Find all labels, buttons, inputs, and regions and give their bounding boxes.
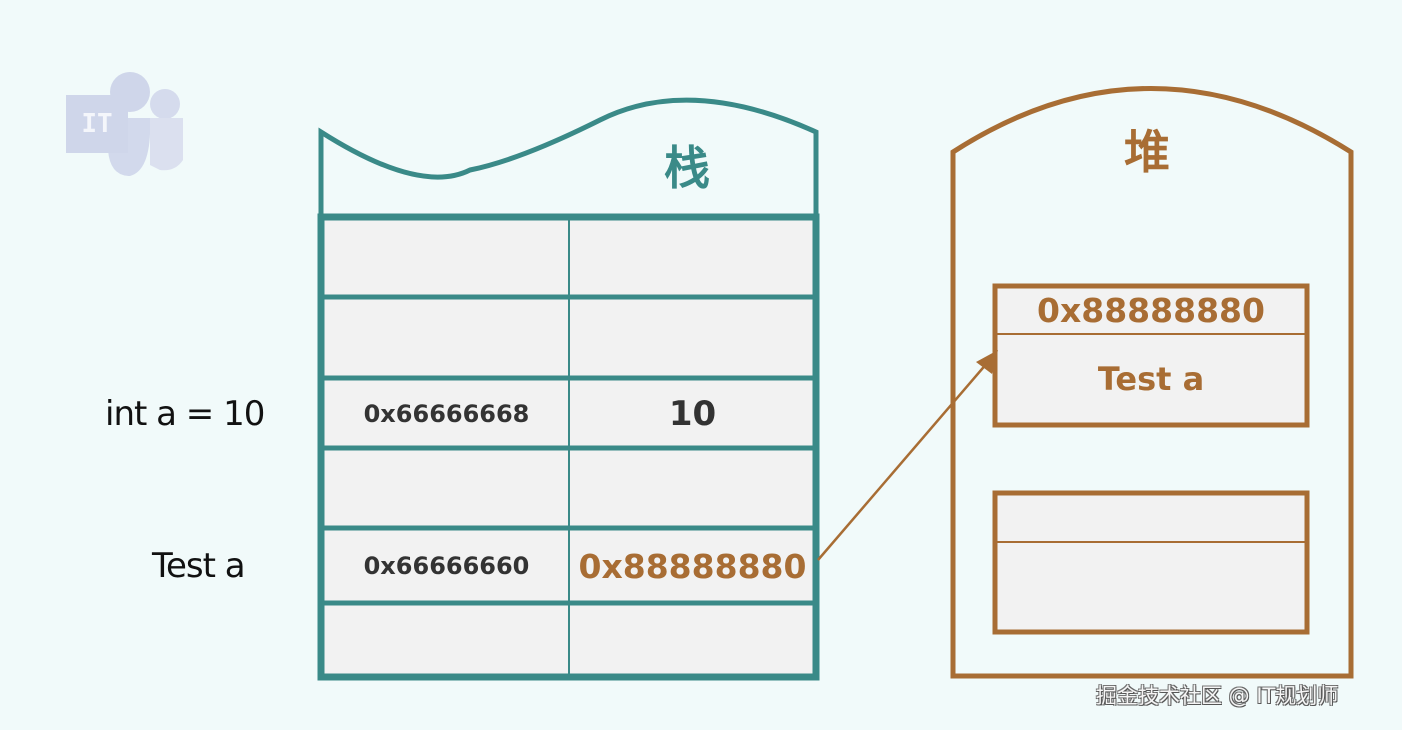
stack-title: 栈 bbox=[664, 141, 710, 195]
label-test-a: Test a bbox=[152, 546, 246, 586]
pointer-arrow bbox=[817, 361, 989, 561]
logo-it-badge: IT bbox=[66, 95, 128, 153]
heap-object-1-header: 0x88888880 bbox=[1037, 291, 1265, 330]
stack-row-3-address: 0x66666668 bbox=[363, 399, 530, 428]
stack-row-5-value: 0x88888880 bbox=[578, 546, 807, 586]
stack-row-3-value: 10 bbox=[668, 393, 717, 434]
stack-wave-header bbox=[318, 97, 819, 221]
watermark: 掘金技术社区 @ IT规划师 bbox=[1096, 684, 1339, 708]
arrow-head-icon bbox=[976, 350, 998, 374]
heap-object-1-body: Test a bbox=[1097, 360, 1205, 398]
stack-row-5-address: 0x66666660 bbox=[363, 552, 530, 580]
label-int-a: int a = 10 bbox=[105, 394, 265, 434]
heap-title: 堆 bbox=[1124, 125, 1170, 179]
